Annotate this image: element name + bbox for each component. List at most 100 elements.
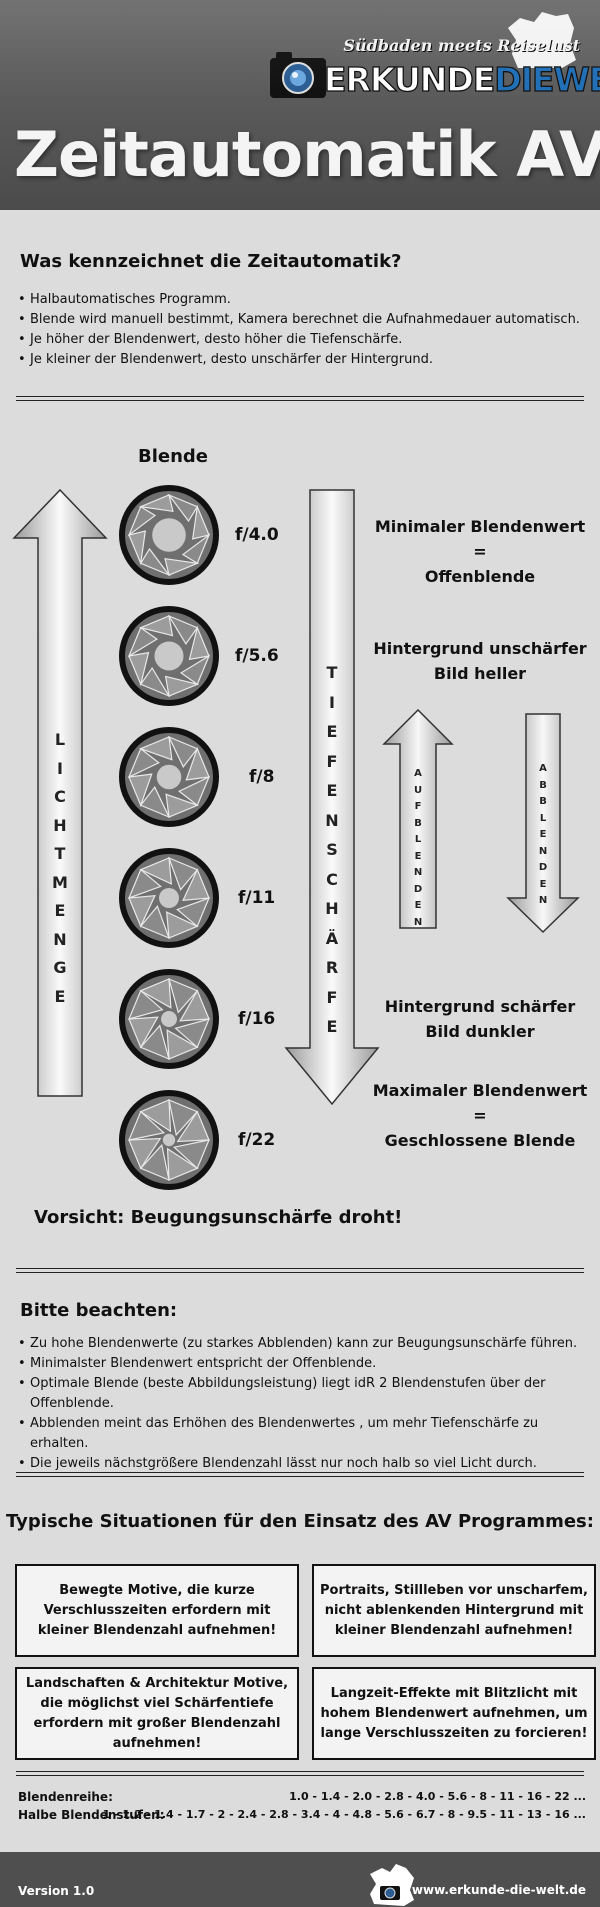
aperture-blade [127, 626, 159, 658]
letter: L [414, 834, 422, 845]
divider [16, 1472, 584, 1477]
letter: E [54, 986, 66, 1006]
header-banner: Südbaden meets Reiselust ERKUNDEDIEWELT … [0, 0, 600, 210]
letter: H [325, 899, 339, 918]
aperture-label: f/22 [238, 1130, 276, 1150]
text-line: Offenblende [424, 567, 536, 586]
intro-heading: Was kennzeichnet die Zeitautomatik? [20, 251, 402, 272]
aperture-blade [166, 1029, 199, 1060]
logo-word-erkunde: ERKUNDE [323, 59, 496, 99]
aperture-label: f/16 [238, 1009, 276, 1029]
aperture-blade [138, 615, 174, 637]
letter: N [413, 867, 423, 878]
letter: E [326, 781, 338, 800]
letter: E [539, 829, 547, 840]
aperture-blade [185, 747, 210, 781]
aperture-blade [165, 911, 199, 939]
letter: M [52, 872, 68, 892]
letter: E [54, 901, 66, 920]
letter: T [54, 844, 66, 863]
aperture-opening [154, 641, 184, 671]
aperture-blade [128, 1110, 166, 1141]
list-item: Abblenden meint das Erhöhen des Blendenw… [18, 1414, 583, 1454]
letter: B [414, 817, 422, 829]
lichtmenge-label: L I C H T M E N G E [50, 726, 70, 1011]
text-line: Minimaler Blendenwert = [374, 517, 586, 561]
letter: I [329, 692, 335, 712]
divider [16, 1771, 584, 1776]
aperture-label: f/5.6 [235, 646, 279, 666]
letter: C [326, 869, 338, 889]
aperture-blade [181, 533, 211, 565]
letter: G [53, 958, 67, 977]
aperture-blade [172, 1139, 210, 1170]
aperture-icon [119, 606, 219, 706]
aperture-icon [119, 485, 219, 585]
logo-wordmark: ERKUNDEDIEWELT [323, 59, 600, 99]
aperture-blade [164, 675, 200, 697]
notes-list: Zu hohe Blendenwerte (zu starkes Abblend… [18, 1334, 583, 1474]
aperture-blade [127, 868, 162, 900]
tiefenschaerfe-arrow-icon [284, 489, 380, 1106]
list-item: Blende wird manuell bestimmt, Kamera ber… [18, 310, 588, 330]
aperture-blade [168, 1099, 199, 1137]
aperture-opening [156, 764, 182, 790]
divider [16, 396, 584, 401]
aufblenden-arrow-icon [382, 708, 454, 929]
aperture-blade [176, 1110, 210, 1143]
aperture-blade [188, 625, 210, 661]
aperture-blade [128, 1137, 162, 1170]
letter: N [538, 895, 548, 906]
list-item: Optimale Blende (beste Abbildungsleistun… [18, 1374, 583, 1414]
letter: N [53, 929, 67, 949]
aperture-blade [139, 905, 171, 940]
list-item: Die jeweils nächstgrößere Blendenzahl lä… [18, 1454, 583, 1474]
letter: E [414, 900, 422, 911]
aperture-blade [167, 735, 199, 768]
diffraction-warning: Vorsicht: Beugungsunschärfe droht! [34, 1207, 403, 1228]
tiefenschaerfe-label: T I E F E N S C H Ä R F E [322, 658, 342, 1042]
situation-card: Landschaften & Architektur Motive, die m… [15, 1667, 299, 1760]
abblenden-arrow-icon [506, 713, 580, 934]
aperture-blade [167, 493, 199, 523]
list-item: Minimalster Blendenwert entspricht der O… [18, 1354, 583, 1374]
lichtmenge-arrow-icon [12, 488, 108, 1097]
page-title: Zeitautomatik AV [14, 118, 600, 191]
aufblenden-label: A U F B L E N D E N [408, 766, 428, 931]
text-line: Bild dunkler [425, 1022, 535, 1041]
logo-word-diewelt: DIEWELT [494, 59, 600, 99]
aperture-opening [161, 1011, 177, 1027]
aperture-blade [128, 773, 153, 807]
footer: Version 1.0 www.erkunde-die-welt.de [0, 1852, 600, 1907]
text-line: Bild heller [433, 664, 527, 683]
letter: A [539, 763, 547, 774]
letter: L [539, 812, 547, 824]
letter: D [413, 883, 423, 895]
aperture-opening [159, 888, 179, 908]
letter: T [326, 663, 338, 682]
divider [16, 1268, 584, 1273]
letter: E [414, 850, 422, 862]
letter: S [326, 840, 338, 859]
text-line: Geschlossene Blende [384, 1131, 576, 1150]
logo-tagline: Südbaden meets Reiselust [343, 36, 580, 55]
list-item: Je höher der Blendenwert, desto höher di… [18, 330, 588, 350]
intro-list: Halbautomatisches Programm. Blende wird … [18, 290, 588, 370]
aperture-blade [179, 989, 210, 1022]
letter: L [54, 730, 66, 749]
aperture-blade [128, 894, 156, 928]
letter: N [413, 916, 423, 928]
aperture-opening [152, 518, 186, 552]
abblenden-label: A B B L E N D E N [533, 761, 553, 910]
aperture-label: f/11 [238, 888, 276, 908]
aperture-blade [139, 736, 173, 761]
letter: E [326, 1017, 338, 1036]
letter: E [326, 722, 338, 741]
letter: A [414, 768, 422, 779]
letter: F [326, 987, 338, 1007]
aperture-blade [165, 793, 199, 818]
aperture-icon [119, 969, 219, 1069]
situation-card: Langzeit-Effekte mit Blitzlicht mit hohe… [312, 1667, 596, 1760]
letter: B [539, 779, 547, 791]
aperture-blade [128, 530, 147, 566]
